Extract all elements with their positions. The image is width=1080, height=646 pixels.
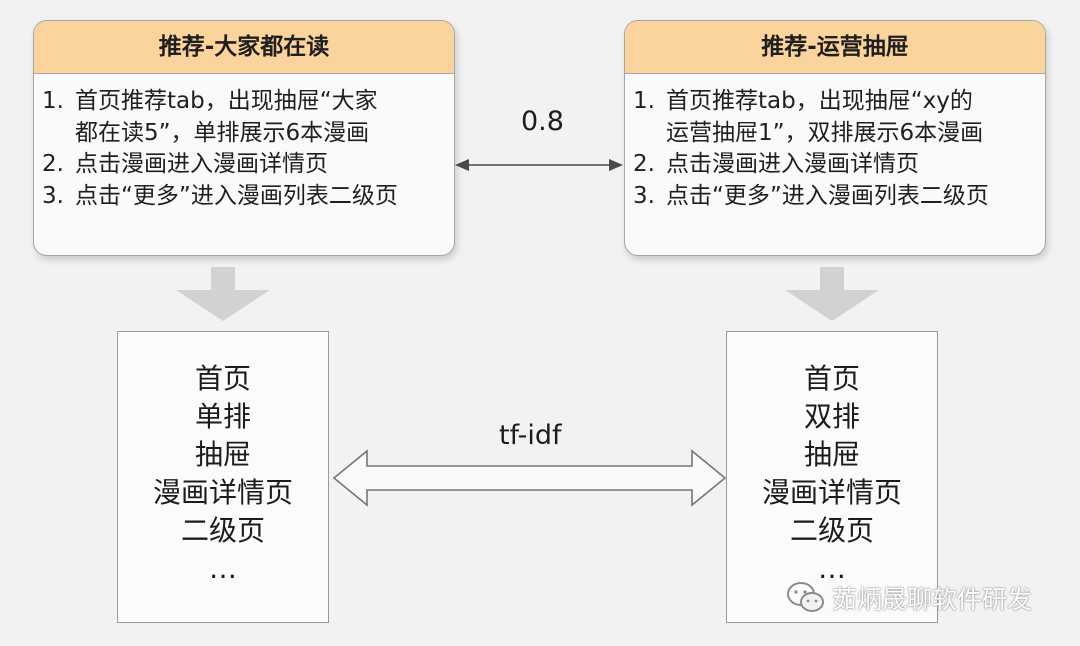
feature-term: 双排 — [803, 400, 860, 433]
item-text: 点击漫画进入漫画详情页 — [666, 151, 919, 177]
feature-box-right: 首页 双排 抽屉 漫画详情页 二级页 … — [726, 331, 938, 623]
item-text: 点击漫画进入漫画详情页 — [75, 151, 328, 177]
feature-term: 单排 — [194, 400, 251, 433]
item-text: 点击“更多”进入漫画列表二级页 — [75, 182, 398, 209]
list-item: 2. 点击漫画进入漫画详情页 — [42, 149, 450, 181]
item-text-line: 首页推荐tab，出现抽屉“大家 — [75, 88, 378, 114]
feature-term: 首页 — [194, 362, 251, 395]
item-text-line: 运营抽屉1”，双排展示6本漫画 — [666, 119, 984, 146]
list-item: 1. 首页推荐tab，出现抽屉“大家 都在读5”，单排展示6本漫画 — [42, 86, 450, 149]
card-title-left: 推荐-大家都在读 — [34, 21, 454, 74]
card-title-right: 推荐-运营抽屉 — [625, 21, 1045, 74]
feature-term: 漫画详情页 — [761, 476, 902, 509]
item-number: 2. — [633, 151, 655, 177]
wechat-icon — [787, 582, 824, 612]
similarity-method-label: tf-idf — [499, 420, 562, 451]
feature-ellipsis: … — [818, 552, 846, 585]
item-number: 1. — [633, 88, 655, 114]
feature-term: 二级页 — [180, 514, 265, 547]
feature-term: 首页 — [803, 362, 860, 395]
item-text: 首页推荐tab，出现抽屉“xy的 运营抽屉1”，双排展示6本漫画 — [666, 86, 1041, 149]
item-text-line: 都在读5”，单排展示6本漫画 — [75, 119, 370, 146]
watermark-text: 茹炳晟聊软件研发 — [832, 585, 1033, 614]
item-text: 点击“更多”进入漫画列表二级页 — [666, 182, 989, 209]
item-number: 3. — [633, 182, 655, 209]
feature-term: 漫画详情页 — [152, 476, 293, 509]
double-arrow-top — [455, 159, 623, 171]
down-arrow-right — [785, 267, 879, 321]
flow-card-right: 推荐-运营抽屉 1. 首页推荐tab，出现抽屉“xy的 运营抽屉1”，双排展示6… — [624, 20, 1046, 256]
card-body-left: 1. 首页推荐tab，出现抽屉“大家 都在读5”，单排展示6本漫画 2. 点击漫… — [34, 74, 454, 212]
item-number: 3. — [42, 182, 64, 209]
watermark: 茹炳晟聊软件研发 — [786, 580, 1032, 616]
feature-box-left: 首页 单排 抽屉 漫画详情页 二级页 … — [117, 331, 329, 623]
list-item: 2. 点击漫画进入漫画详情页 — [633, 149, 1041, 181]
item-text-line: 首页推荐tab，出现抽屉“xy的 — [666, 88, 973, 114]
item-text: 首页推荐tab，出现抽屉“大家 都在读5”，单排展示6本漫画 — [75, 86, 450, 149]
similarity-score-label: 0.8 — [521, 106, 564, 137]
feature-term: 抽屉 — [194, 438, 251, 471]
double-arrow-bottom — [332, 449, 727, 507]
item-number: 2. — [42, 151, 64, 177]
feature-term: 二级页 — [789, 514, 874, 547]
list-item: 1. 首页推荐tab，出现抽屉“xy的 运营抽屉1”，双排展示6本漫画 — [633, 86, 1041, 149]
list-item: 3. 点击“更多”进入漫画列表二级页 — [42, 181, 450, 213]
item-number: 1. — [42, 88, 64, 114]
list-item: 3. 点击“更多”进入漫画列表二级页 — [633, 181, 1041, 213]
feature-ellipsis: … — [209, 552, 237, 585]
down-arrow-left — [176, 267, 270, 321]
card-body-right: 1. 首页推荐tab，出现抽屉“xy的 运营抽屉1”，双排展示6本漫画 2. 点… — [625, 74, 1045, 212]
feature-term: 抽屉 — [803, 438, 860, 471]
flow-card-left: 推荐-大家都在读 1. 首页推荐tab，出现抽屉“大家 都在读5”，单排展示6本… — [33, 20, 455, 256]
